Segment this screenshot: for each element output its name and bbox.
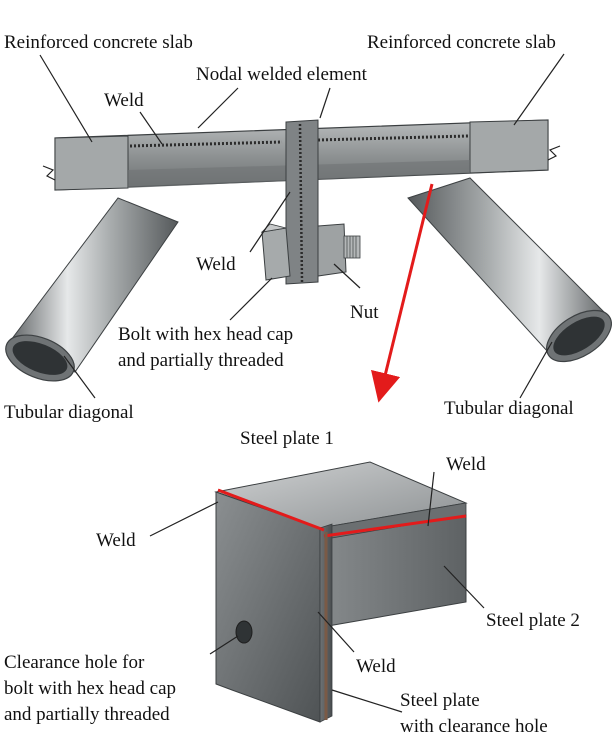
label-hole-line3: and partially threaded: [4, 704, 170, 725]
clearance-hole: [235, 620, 253, 644]
label-tube-left: Tubular diagonal: [4, 402, 134, 423]
label-plate-hole-line2: with clearance hole: [400, 716, 548, 737]
left-tubular-diagonal: [5, 197, 179, 382]
label-weld-right: Weld: [446, 454, 486, 475]
detail-arrow: [371, 183, 434, 403]
label-hole-line2: bolt with hex head cap: [4, 678, 176, 699]
right-tubular-diagonal: [407, 177, 612, 363]
label-steel-plate-2: Steel plate 2: [486, 610, 580, 631]
bottom-leader-lines: [149, 471, 485, 713]
label-nut: Nut: [350, 302, 379, 323]
label-weld-mid: Weld: [196, 254, 236, 275]
label-bolt-line1: Bolt with hex head cap: [118, 324, 293, 345]
top-leader-lines: [39, 53, 565, 399]
nodal-welded-element: [42, 119, 561, 191]
label-slab-left: Reinforced concrete slab: [4, 32, 193, 53]
label-weld-bottom: Weld: [356, 656, 396, 677]
label-slab-right: Reinforced concrete slab: [367, 32, 556, 53]
label-weld-top: Weld: [104, 90, 144, 111]
label-weld-left: Weld: [96, 530, 136, 551]
label-nodal-element: Nodal welded element: [196, 64, 368, 85]
label-plate-hole-line1: Steel plate: [400, 690, 480, 711]
label-hole-line1: Clearance hole for: [4, 652, 145, 673]
label-tube-right: Tubular diagonal: [444, 398, 574, 419]
label-bolt-line2: and partially threaded: [118, 350, 284, 371]
angle-detail: [214, 461, 468, 723]
label-steel-plate-1: Steel plate 1: [240, 428, 334, 449]
